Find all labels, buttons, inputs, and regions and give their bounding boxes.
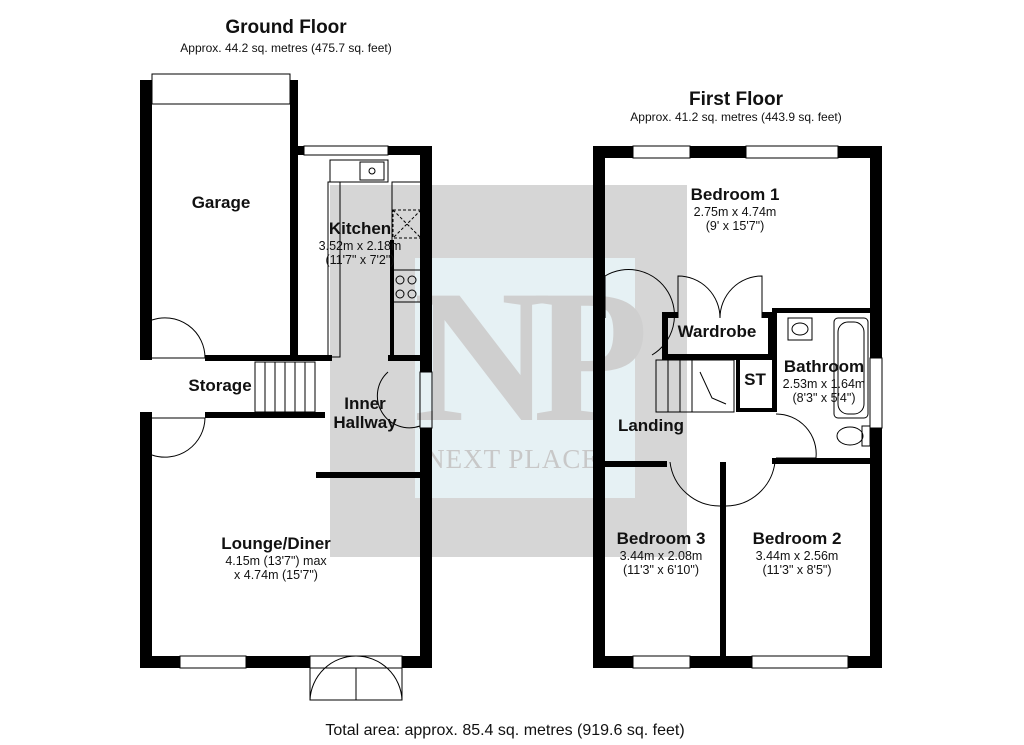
first-floor-fixtures [604,145,883,669]
bedroom-3-imperial: (11'3" x 6'10") [623,563,699,577]
bedroom-1-imperial: (9' x 15'7") [705,219,765,233]
kitchen-metric: 3.52m x 2.18m [318,239,402,253]
bathroom-name: Bathroom [783,357,865,376]
storage-label: Storage [188,376,252,395]
lounge-diner-imperial: x 4.74m (15'7") [234,568,318,582]
garage-label: Garage [191,193,251,212]
bedroom-3-metric: 3.44m x 2.08m [619,549,703,563]
bedroom-1-label: Bedroom 1 2.75m x 4.74m (9' x 15'7") [691,185,780,233]
ground-floor-fixtures [151,73,433,701]
wardrobe-label: Wardrobe [677,322,757,341]
kitchen-imperial: (11'7" x 7'2") [325,253,395,267]
bedroom-2-metric: 3.44m x 2.56m [755,549,839,563]
bathroom-metric: 2.53m x 1.64m [782,377,866,391]
first-floor-area: Approx. 41.2 sq. metres (443.9 sq. feet) [630,110,842,124]
total-area: Total area: approx. 85.4 sq. metres (919… [325,722,685,739]
bedroom-2-name: Bedroom 2 [752,529,842,548]
landing-label: Landing [617,416,685,435]
bedroom-2-label: Bedroom 2 3.44m x 2.56m (11'3" x 8'5") [753,529,842,577]
bedroom-2-imperial: (11'3" x 8'5") [762,563,832,577]
bedroom-3-name: Bedroom 3 [616,529,706,548]
inner-hallway-label: Inner Hallway [333,394,396,432]
st-cupboard-label: ST [744,370,766,389]
watermark-monogram: NP [413,252,643,462]
inner-hallway-line1: Inner [344,394,386,413]
ground-floor-title: Ground Floor [225,17,347,38]
lounge-diner-label: Lounge/Diner 4.15m (13'7") max x 4.74m (… [221,534,331,582]
bedroom-1-name: Bedroom 1 [690,185,780,204]
lounge-diner-name: Lounge/Diner [221,534,331,553]
inner-hallway-line2: Hallway [333,413,397,432]
watermark-brand: NEXT PLACE [425,444,599,474]
lounge-diner-metric: 4.15m (13'7") max [225,554,327,568]
ground-floor-area: Approx. 44.2 sq. metres (475.7 sq. feet) [180,41,392,55]
bedroom-1-metric: 2.75m x 4.74m [693,205,777,219]
kitchen-label: Kitchen 3.52m x 2.18m (11'7" x 7'2") [319,219,402,267]
first-floor-walls [593,146,882,668]
first-floor-title: First Floor [689,89,783,110]
bathroom-imperial: (8'3" x 5'4") [792,391,856,405]
bedroom-3-label: Bedroom 3 3.44m x 2.08m (11'3" x 6'10") [617,529,706,577]
kitchen-name: Kitchen [328,219,392,238]
bathroom-label: Bathroom 2.53m x 1.64m (8'3" x 5'4") [783,357,866,405]
